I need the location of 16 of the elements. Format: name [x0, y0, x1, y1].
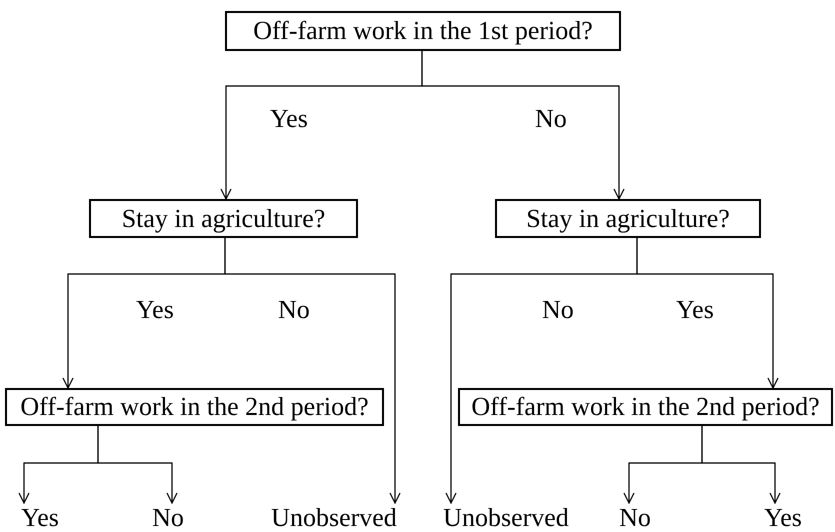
outcome-text: No: [150, 503, 186, 532]
outcome-text: No: [617, 503, 653, 532]
outcome-text: Yes: [761, 503, 805, 532]
arrow: [97, 426, 178, 504]
question-box: Stay in agriculture?: [89, 199, 358, 238]
question-box: Stay in agriculture?: [495, 199, 761, 238]
question-box: Off-farm work in the 2nd period?: [5, 388, 384, 426]
arrow: [421, 51, 625, 200]
question-box: Off-farm work in the 1st period?: [225, 11, 621, 51]
outcome-text: Unobserved: [268, 503, 400, 532]
arrow: [224, 238, 401, 504]
outcome-text: Yes: [18, 503, 62, 532]
outcome-text: Unobserved: [440, 503, 572, 532]
arrow: [701, 426, 781, 504]
question-box: Off-farm work in the 2nd period?: [458, 388, 833, 426]
arrow: [636, 238, 779, 389]
